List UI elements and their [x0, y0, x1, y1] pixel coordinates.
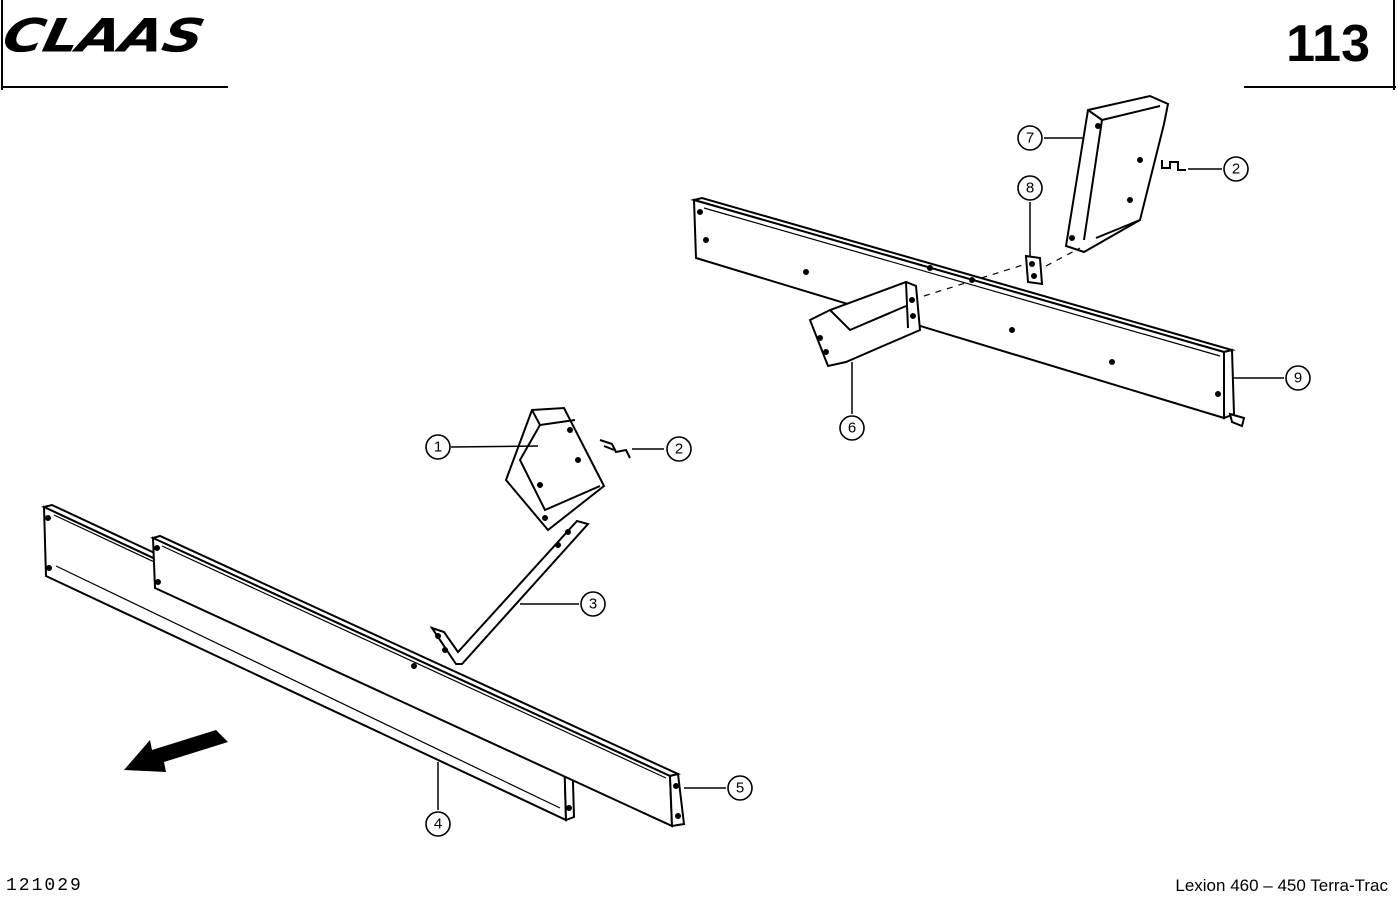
page-number: 113	[1286, 15, 1370, 73]
callout-numbers: 1 2 3 4 5 6 7 8 2 9	[434, 130, 1302, 833]
callout-8	[1017, 175, 1043, 201]
drawing-id: 121029	[6, 876, 83, 896]
part-9-side-panel	[690, 196, 1246, 428]
callout-balloons	[425, 125, 1311, 837]
part-9-tab	[1228, 412, 1246, 428]
callout-1-label: 1	[434, 439, 442, 456]
part-1-bracket	[504, 406, 606, 532]
part-2-clip-upper	[1161, 160, 1186, 171]
part-8-plate	[1024, 254, 1044, 286]
callout-5	[727, 775, 753, 801]
part-5-face	[151, 536, 674, 828]
part-4-side-panel	[41, 503, 576, 822]
callout-1	[425, 434, 451, 460]
part-6-bracket	[808, 280, 922, 368]
frame-rules	[1, 0, 1396, 90]
callout-6-label: 6	[848, 420, 856, 437]
part-1-body	[504, 406, 606, 532]
callout-3-label: 3	[589, 596, 597, 613]
callout-9	[1285, 365, 1311, 391]
callout-2-lower	[666, 436, 692, 462]
callout-4	[425, 811, 451, 837]
part-8-body	[1024, 254, 1044, 286]
part-7-body	[1064, 94, 1170, 254]
part-7-bracket	[1064, 94, 1170, 254]
part-3-body	[429, 519, 590, 665]
callout-9-label: 9	[1294, 370, 1302, 387]
leader-lines	[437, 137, 1284, 810]
callout-2-upper-label: 2	[1232, 161, 1240, 178]
alignment-lines	[923, 247, 1081, 297]
callout-7-label: 7	[1026, 130, 1034, 147]
callout-6	[839, 415, 865, 441]
part-9-face	[692, 198, 1225, 420]
callout-4-label: 4	[434, 816, 442, 833]
part-2-clip-lower	[599, 439, 631, 459]
callout-2-upper	[1223, 156, 1249, 182]
callout-8-label: 8	[1026, 180, 1034, 197]
callout-3	[580, 591, 606, 617]
part-3-strut	[429, 519, 590, 665]
model-caption: Lexion 460 – 450 Terra-Trac	[1175, 876, 1388, 895]
part-9-end	[1223, 348, 1236, 420]
callout-7	[1017, 125, 1043, 151]
part-5-side-panel	[150, 534, 686, 828]
callout-5-label: 5	[736, 780, 744, 797]
direction-arrow-icon	[124, 730, 228, 772]
callout-2-lower-label: 2	[675, 441, 683, 458]
